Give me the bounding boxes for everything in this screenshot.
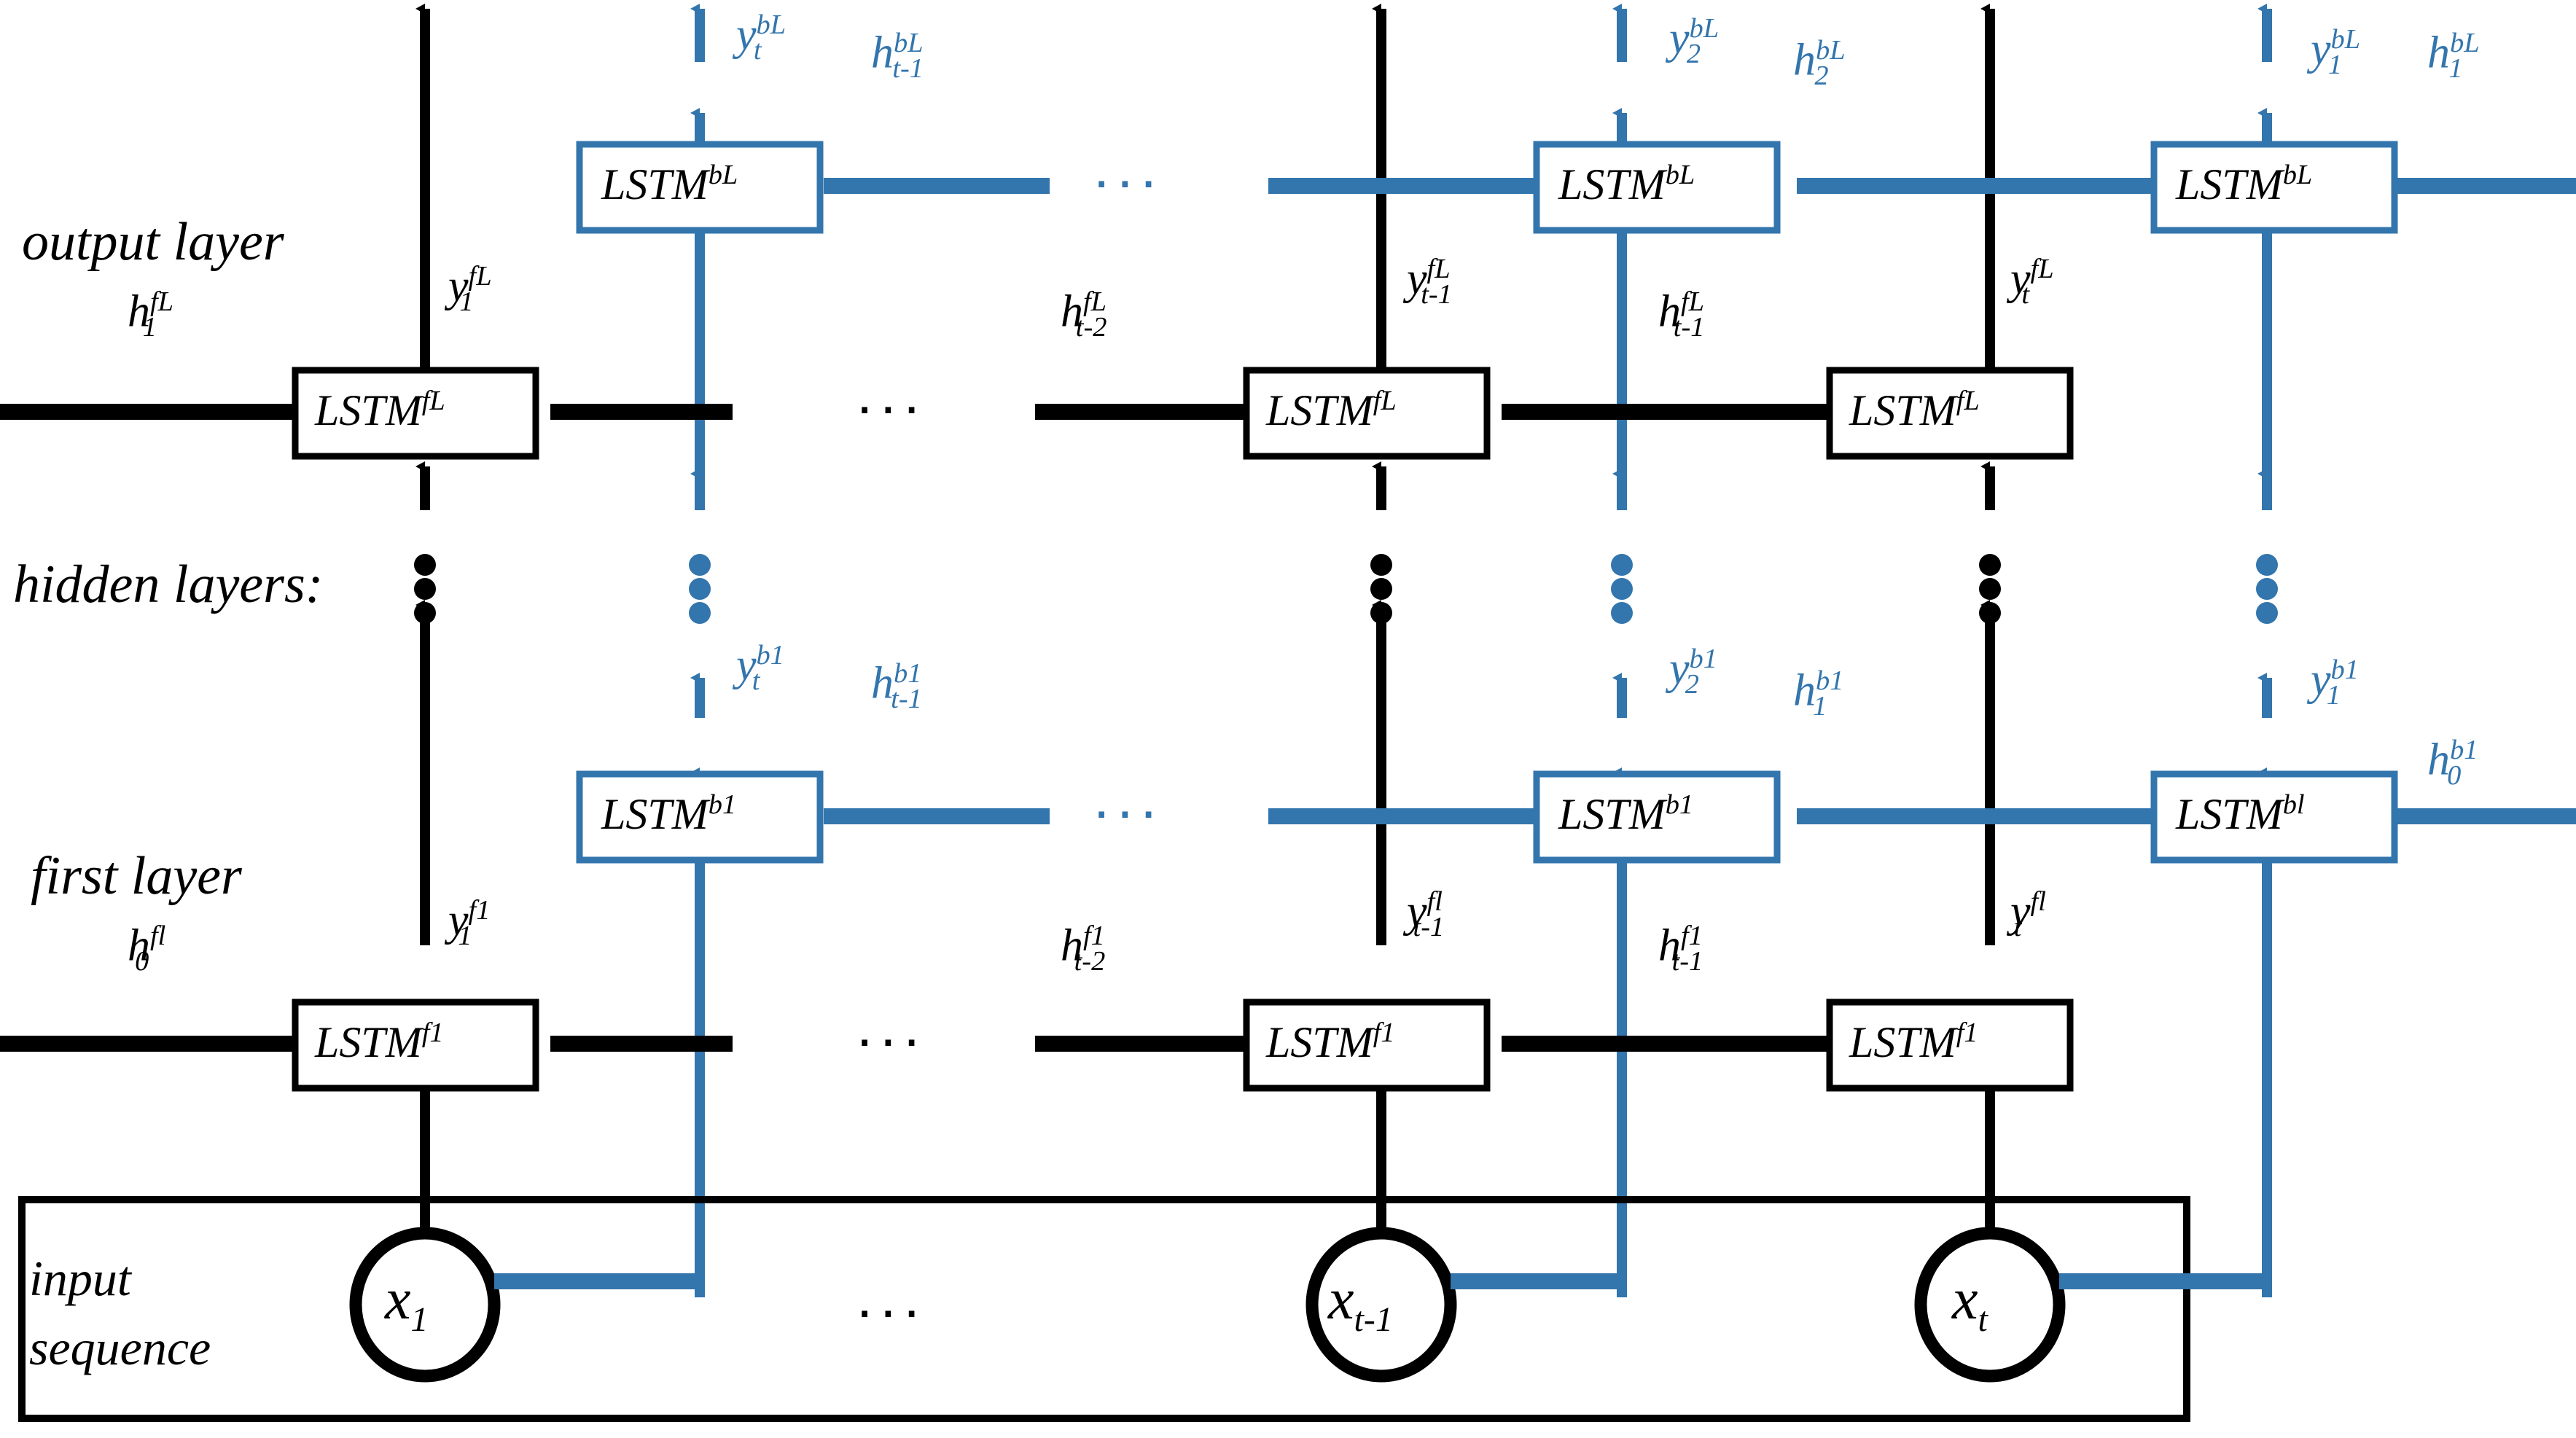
output-label-y-t-bL: ybLt — [736, 9, 787, 66]
input-node-x-t — [1914, 1227, 2066, 1383]
input-label-h-t-2-fL: hfLt-2 — [1061, 286, 1107, 343]
lstm-label-fL-t-1: LSTMfL — [1266, 386, 1397, 434]
lstm-box-b1-1 — [2150, 770, 2398, 864]
input-sequence-label-line2: sequence — [29, 1320, 211, 1375]
output-label-y-1-f1: yf11 — [448, 895, 491, 952]
input-node-label-x-t: xt — [1952, 1267, 1988, 1339]
row-ellipsis-output-backward: ... — [1093, 135, 1164, 200]
output-label-y-2-bL: ybL2 — [1669, 13, 1720, 70]
input-sequence-ellipsis: ... — [856, 1265, 927, 1329]
input-sequence-label-line1: input — [29, 1251, 131, 1306]
lstm-box-f1-t-1 — [1243, 999, 1491, 1092]
vertical-dots-blue-3 — [2256, 554, 2278, 624]
vertical-dots-black-1 — [414, 554, 436, 624]
lstm-label-fL-t: LSTMfL — [1849, 386, 1980, 434]
lstm-box-bL-1 — [2150, 141, 2398, 234]
input-label-h-t-2-f1: hf1t-2 — [1061, 921, 1106, 977]
input-label-h-t-1-fL: hfLt-1 — [1658, 286, 1705, 343]
vertical-dots-black-2 — [1370, 554, 1392, 624]
output-label-y-t-fl: yflt — [2010, 886, 2046, 943]
input-label-h-1-bL: hbL1 — [2427, 28, 2480, 85]
output-label-y-t-fL: yfLt — [2010, 254, 2054, 310]
section-label-first-layer: first layer — [31, 846, 242, 906]
lstm-label-bL-t: LSTMbL — [601, 160, 738, 208]
output-label-y-1-fL: yfL1 — [448, 261, 492, 318]
input-sequence-box — [18, 1196, 2190, 1422]
lstm-box-fL-t-1 — [1243, 367, 1491, 460]
lstm-box-bL-t — [576, 141, 824, 234]
lstm-box-b1-t — [576, 770, 824, 864]
lstm-label-bL-1: LSTMbL — [2176, 160, 2313, 208]
input-node-label-x-t-1: xt-1 — [1328, 1267, 1393, 1339]
vertical-dots-blue-2 — [1611, 554, 1633, 624]
section-label-output-layer: output layer — [22, 212, 284, 272]
output-label-y-t-b1: yb1t — [736, 640, 784, 697]
input-node-x-1 — [349, 1227, 501, 1383]
lstm-label-f1-t: LSTMf1 — [1849, 1017, 1978, 1066]
lstm-box-fL-t — [1826, 367, 2074, 460]
row-ellipsis-first-forward: ... — [856, 993, 927, 1058]
lstm-box-bL-2 — [1533, 141, 1781, 234]
input-label-h-1-b1: hb11 — [1793, 665, 1844, 722]
lstm-label-fL-1: LSTMfL — [315, 386, 445, 434]
input-label-h-t-1-b1: hb1t-1 — [871, 658, 922, 715]
lstm-box-f1-1 — [292, 999, 539, 1092]
output-label-y-1-b1: yb11 — [2311, 654, 2359, 711]
lstm-label-f1-1: LSTMf1 — [315, 1017, 444, 1066]
lstm-box-fL-1 — [292, 367, 539, 460]
lstm-box-b1-2 — [1533, 770, 1781, 864]
output-label-y-t-1-fl: yflt-1 — [1407, 886, 1445, 943]
lstm-label-f1-t-1: LSTMf1 — [1266, 1017, 1395, 1066]
output-label-y-2-b1: yb12 — [1669, 644, 1717, 700]
lstm-label-b1-2: LSTMb1 — [1558, 789, 1694, 838]
input-node-x-t-1 — [1305, 1227, 1457, 1383]
input-node-label-x-1: x1 — [385, 1267, 429, 1339]
input-label-h-2-bL: hbL2 — [1793, 35, 1846, 92]
lstm-box-f1-t — [1826, 999, 2074, 1092]
output-label-y-t-1-fL: yfLt-1 — [1407, 254, 1452, 310]
row-ellipsis-output-forward: ... — [856, 361, 927, 426]
input-label-h-t-1-bL: hbLt-1 — [871, 28, 924, 85]
output-label-y-1-bL: ybL1 — [2311, 24, 2361, 81]
lstm-label-bL-2: LSTMbL — [1558, 160, 1695, 208]
input-label-h-0-fl: hfl0 — [128, 921, 166, 977]
input-label-h-0-b1: hb10 — [2427, 735, 2478, 792]
row-ellipsis-first-backward: ... — [1093, 765, 1164, 830]
vertical-dots-black-3 — [1979, 554, 2001, 624]
input-label-h-1-fL: hfL1 — [128, 286, 174, 343]
lstm-label-b1-t: LSTMb1 — [601, 789, 737, 838]
section-label-hidden-layers: hidden layers: — [13, 555, 324, 614]
lstm-label-b1-1: LSTMbl — [2176, 789, 2305, 838]
input-label-h-t-1-f1: hf1t-1 — [1658, 921, 1703, 977]
vertical-dots-blue-1 — [689, 554, 711, 624]
